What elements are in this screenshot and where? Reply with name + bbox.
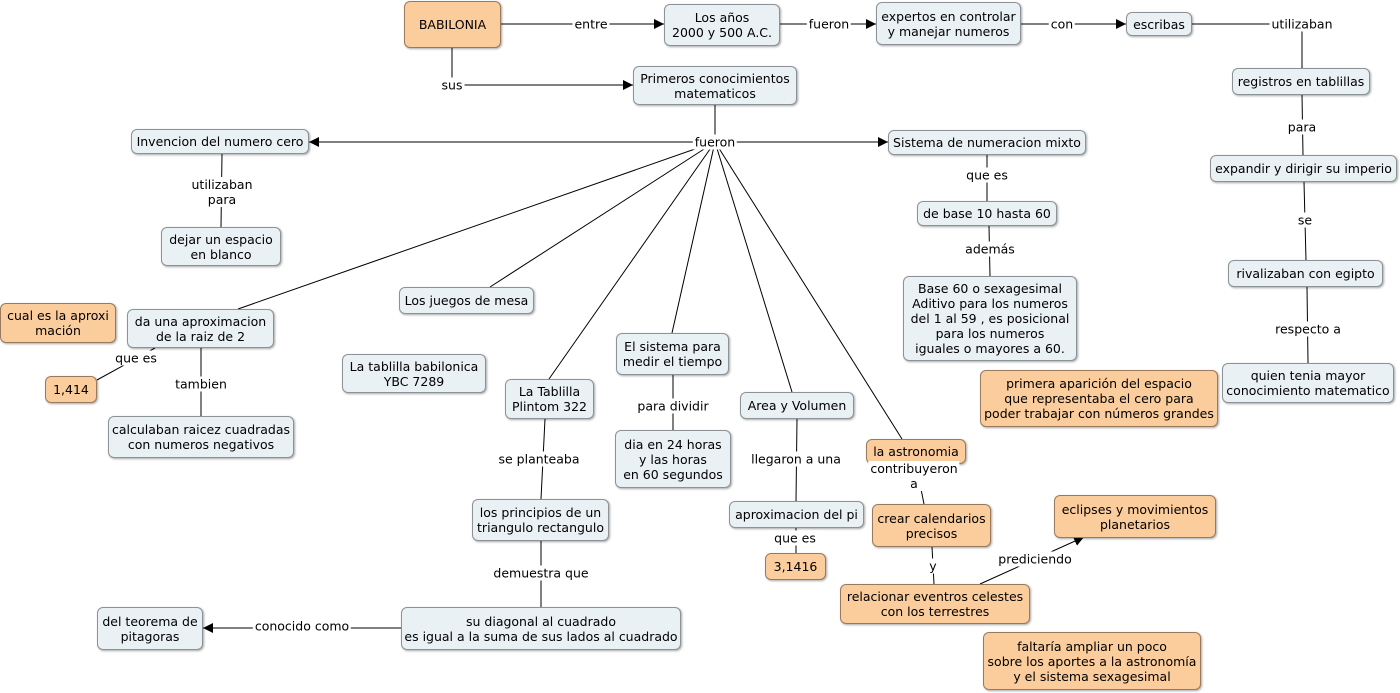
node-principios-triangulo[interactable]: los principios de un triangulo rectangul… — [472, 499, 609, 541]
connector-line-20 — [714, 141, 793, 393]
link-label-utilizaban-para: utilizaban para — [189, 177, 255, 207]
link-label-tambien: tambien — [173, 376, 229, 392]
node-rivalizaban[interactable]: rivalizaban con egipto — [1228, 260, 1383, 287]
link-label-llegaron-a-una: llegaron a una — [749, 451, 843, 467]
node-astronomia[interactable]: la astronomia — [866, 439, 966, 464]
node-juegos-mesa[interactable]: Los juegos de mesa — [399, 287, 534, 314]
node-relacionar-eventos[interactable]: relacionar eventros celestes con los ter… — [840, 584, 1030, 624]
link-label-para-dividir: para dividir — [635, 398, 711, 414]
node-eclipses[interactable]: eclipses y movimientos planetarios — [1054, 495, 1216, 538]
connector-line-21 — [714, 141, 903, 440]
link-label-prediciendo: prediciendo — [996, 551, 1074, 567]
link-label-entre: entre — [572, 16, 610, 32]
link-label-que-es-2: que es — [113, 350, 159, 366]
node-calculaban-raicez[interactable]: calculaban raicez cuadradas con numeros … — [108, 416, 294, 458]
link-label-sus: sus — [439, 77, 465, 93]
node-registros[interactable]: registros en tablillas — [1232, 68, 1370, 95]
connector-line-19 — [671, 141, 716, 334]
link-label-se-planteaba: se planteaba — [496, 451, 582, 467]
link-label-con: con — [1048, 16, 1076, 32]
node-base-60[interactable]: Base 60 o sexagesimal Aditivo para los n… — [903, 276, 1077, 361]
connector-line-17 — [489, 141, 716, 288]
link-label-se: se — [1295, 212, 1315, 228]
node-escribas[interactable]: escribas — [1126, 12, 1192, 36]
node-babilonia[interactable]: BABILONIA — [404, 1, 501, 48]
link-label-ademas: además — [963, 241, 1017, 257]
node-sistema-mixto[interactable]: Sistema de numeracion mixto — [888, 130, 1086, 155]
connector-line-16 — [237, 141, 716, 310]
node-calendarios[interactable]: crear calendarios precisos — [872, 504, 991, 547]
node-los-anos[interactable]: Los años 2000 y 500 A.C. — [664, 4, 780, 46]
link-label-fueron-hub: fueron — [692, 134, 738, 150]
node-area-volumen[interactable]: Area y Volumen — [740, 392, 854, 419]
node-aproximacion-pi[interactable]: aproximacion del pi — [729, 501, 864, 528]
link-label-fueron-top: fueron — [806, 16, 852, 32]
node-invencion-cero[interactable]: Invencion del numero cero — [131, 129, 309, 154]
node-faltaria-ampliar[interactable]: faltaría ampliar un poco sobre los aport… — [983, 632, 1201, 690]
link-label-conocido-como: conocido como — [252, 618, 352, 634]
node-teorema-pitagoras[interactable]: del teorema de pitagoras — [97, 607, 203, 650]
node-expertos[interactable]: expertos en controlar y manejar numeros — [876, 2, 1021, 45]
node-sistema-tiempo[interactable]: El sistema para medir el tiempo — [616, 333, 729, 375]
node-tablilla-plintom[interactable]: La Tablilla Plintom 322 — [505, 379, 594, 419]
link-label-utilizaban-right: utilizaban — [1269, 16, 1335, 32]
link-label-que-es-3: que es — [772, 530, 818, 546]
link-label-para: para — [1285, 119, 1319, 135]
link-label-respecto-a: respecto a — [1273, 321, 1343, 337]
node-base-10[interactable]: de base 10 hasta 60 — [917, 201, 1057, 226]
node-1414[interactable]: 1,414 — [45, 376, 97, 403]
node-expandir[interactable]: expandir y dirigir su imperio — [1210, 155, 1397, 182]
node-3-1416[interactable]: 3,1416 — [765, 553, 826, 580]
node-cual-es-aproximacion[interactable]: cual es la aproxi mación — [0, 303, 116, 343]
node-primera-aparicion[interactable]: primera aparición del espacio que repres… — [980, 370, 1218, 427]
node-quien-tenia[interactable]: quien tenia mayor conocimiento matematic… — [1222, 363, 1394, 403]
node-tablilla-ybc[interactable]: La tablilla babilonica YBC 7289 — [342, 354, 486, 393]
link-label-demuestra-que: demuestra que — [491, 565, 591, 581]
node-aproximacion-raiz[interactable]: da una aproximacion de la raiz de 2 — [127, 309, 274, 348]
link-label-que-es-1: que es — [964, 167, 1010, 183]
link-label-contribuyeron-a: contribuyeron a — [868, 461, 960, 491]
link-label-y: y — [927, 558, 939, 574]
node-dia-24-horas[interactable]: dia en 24 horas y las horas en 60 segund… — [615, 430, 731, 488]
node-diagonal[interactable]: su diagonal al cuadrado es igual a la su… — [401, 607, 681, 650]
node-primeros-conocimientos[interactable]: Primeros conocimientos matematicos — [633, 66, 797, 105]
node-dejar-espacio[interactable]: dejar un espacio en blanco — [161, 227, 281, 266]
connector-line-18 — [548, 141, 716, 380]
